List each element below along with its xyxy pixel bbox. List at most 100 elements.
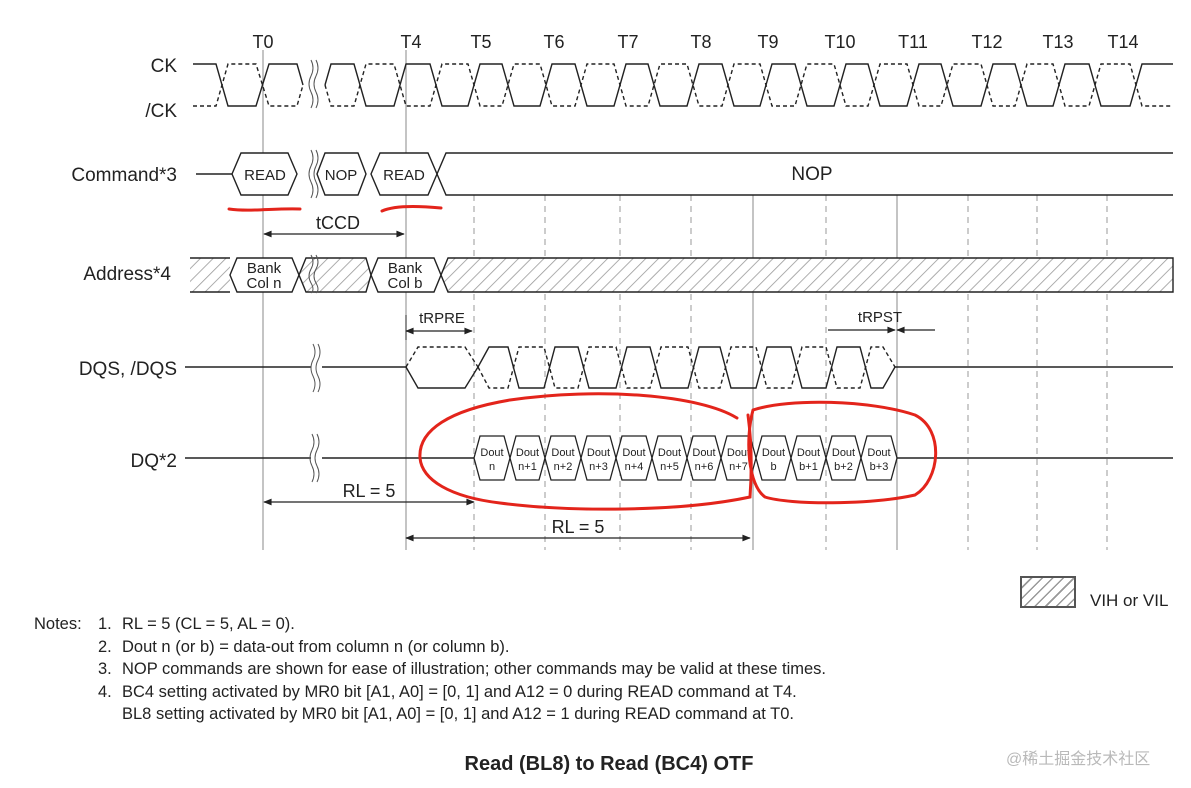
rl-annotations: RL = 5 RL = 5 <box>263 481 751 542</box>
note-text: NOP commands are shown for ease of illus… <box>122 660 827 679</box>
dq-burst-label-bottom: n+5 <box>660 461 679 473</box>
note-text: BL8 setting activated by MR0 bit [A1, A0… <box>122 705 794 724</box>
dq-burst-label-top: Dout <box>692 447 715 459</box>
dq-burst-label-top: Dout <box>727 447 750 459</box>
tick-label-t13: T13 <box>1042 32 1073 52</box>
note-row-5: BL8 setting activated by MR0 bit [A1, A0… <box>34 703 826 726</box>
rl-second-label: RL = 5 <box>552 517 605 537</box>
tick-label-t9: T9 <box>757 32 778 52</box>
trpst-annotation: tRPST <box>828 309 935 334</box>
dq-burst-label-top: Dout <box>551 447 574 459</box>
command-label-nop: NOP <box>325 167 358 184</box>
dq-burst-label-top: Dout <box>797 447 820 459</box>
dq-burst-label-top: Dout <box>622 447 645 459</box>
notes-lead: Notes: <box>34 615 82 633</box>
note-text: BC4 setting activated by MR0 bit [A1, A0… <box>122 682 797 701</box>
dq-burst-group: Dout n Dout n+1 Dout n+2 Dout n+3 Dout n+4 Dout n+5… <box>473 435 898 481</box>
tccd-annotation: tCCD <box>263 213 405 238</box>
trpre-label: tRPRE <box>419 310 465 327</box>
command-labels: READ NOP READ NOP <box>244 164 832 185</box>
command-label-read-t0: READ <box>244 167 286 184</box>
dq-burst-label-top: Dout <box>832 447 855 459</box>
command-bus <box>196 152 1173 196</box>
dqs-waveform <box>185 346 1173 389</box>
legend-hatch-swatch <box>1020 576 1076 608</box>
dq-burst-label-top: Dout <box>516 447 539 459</box>
signal-label-address: Address*4 <box>83 264 171 285</box>
tick-label-t10: T10 <box>824 32 855 52</box>
dq-burst-label-top: Dout <box>480 447 503 459</box>
tick-label-t7: T7 <box>617 32 638 52</box>
note-row-3: 3. NOP commands are shown for ease of ill… <box>34 658 826 681</box>
address-col-b: Col b <box>387 275 422 292</box>
address-col-n: Col n <box>246 275 281 292</box>
note-text: RL = 5 (CL = 5, AL = 0). <box>122 615 295 633</box>
command-label-read-t4: READ <box>383 167 425 184</box>
time-break-marks <box>308 59 321 483</box>
signal-labels: CK /CK Command*3 Address*4 DQS, /DQS DQ*… <box>71 56 177 472</box>
dq-burst-label-bottom: b+1 <box>799 461 818 473</box>
note-number: 1. <box>98 615 112 633</box>
address-bank-b: Bank <box>388 260 423 277</box>
diagram-title: Read (BL8) to Read (BC4) OTF <box>464 753 754 775</box>
command-read-t0 <box>231 152 298 196</box>
tick-label-t6: T6 <box>543 32 564 52</box>
clock-edge-gridlines <box>262 50 1108 550</box>
note-row-1: Notes: 1. RL = 5 (CL = 5, AL = 0). <box>34 613 826 636</box>
red-annotations <box>227 204 938 511</box>
tccd-label: tCCD <box>316 213 360 233</box>
tick-label-t14: T14 <box>1107 32 1138 52</box>
ck-waveform <box>193 63 1173 107</box>
dq-burst-label-top: Dout <box>658 447 681 459</box>
dq-burst-label-bottom: n+4 <box>625 461 644 473</box>
dq-burst-label-bottom: n+2 <box>554 461 573 473</box>
note-row-2: 2. Dout n (or b) = data-out from column n… <box>34 636 826 659</box>
tick-label-t5: T5 <box>470 32 491 52</box>
command-nop-tail <box>436 152 1173 175</box>
note-number: 4. <box>98 682 112 701</box>
note-number: 3. <box>98 660 112 679</box>
tick-label-t12: T12 <box>971 32 1002 52</box>
note-number: 2. <box>98 637 112 656</box>
timing-diagram: T0 T4 T5 T6 T7 T8 T9 T10 T11 T12 T13 T14… <box>71 32 1174 550</box>
signal-label-ck-n: /CK <box>145 101 177 122</box>
dq-burst-label-bottom: n <box>489 461 495 473</box>
dq-burst-label-bottom: b+2 <box>834 461 853 473</box>
command-nop-gap <box>316 152 367 196</box>
dq-burst-label-bottom: n+1 <box>518 461 537 473</box>
circle-bc4-burst <box>747 400 938 505</box>
underline-read-t0 <box>227 207 302 212</box>
address-bus <box>190 257 1174 293</box>
signal-label-dq: DQ*2 <box>131 451 177 472</box>
tick-label-t8: T8 <box>690 32 711 52</box>
dq-burst-label-bottom: n+6 <box>695 461 714 473</box>
command-label-nop-tail: NOP <box>791 164 832 185</box>
dq-burst-cell <box>860 435 898 481</box>
address-labels: Bank Col n Bank Col b <box>246 260 422 292</box>
trpst-label: tRPST <box>858 309 902 326</box>
rl-first-label: RL = 5 <box>343 481 396 501</box>
tick-label-t0: T0 <box>252 32 273 52</box>
watermark: @稀土掘金技术社区 <box>1006 751 1151 768</box>
underline-read-t4 <box>380 204 443 213</box>
signal-label-ck: CK <box>151 56 178 77</box>
clock-tick-labels: T0 T4 T5 T6 T7 T8 T9 T10 T11 T12 T13 T14 <box>252 32 1138 52</box>
address-bank-n: Bank <box>247 260 282 277</box>
dq-burst-label-top: Dout <box>867 447 890 459</box>
signal-label-command: Command*3 <box>71 165 177 186</box>
dq-burst-label-bottom: n+7 <box>729 461 748 473</box>
legend-label: VIH or VIL <box>1090 591 1169 610</box>
dq-burst-label-top: Dout <box>762 447 785 459</box>
notes-block: Notes: 1. RL = 5 (CL = 5, AL = 0). 2. Dout … <box>34 613 826 726</box>
tick-label-t4: T4 <box>400 32 421 52</box>
tick-label-t11: T11 <box>898 32 928 52</box>
signal-label-dqs: DQS, /DQS <box>79 359 177 380</box>
circle-bl8-burst <box>418 392 753 511</box>
dq-burst-label-bottom: b+3 <box>870 461 889 473</box>
note-row-4: 4. BC4 setting activated by MR0 bit [A1, … <box>34 681 826 704</box>
dq-burst-label-bottom: n+3 <box>589 461 608 473</box>
note-text: Dout n (or b) = data-out from column n (… <box>122 637 510 656</box>
trpre-annotation: tRPRE <box>405 310 473 340</box>
dq-burst-label-top: Dout <box>587 447 610 459</box>
dq-burst-label-bottom: b <box>770 461 776 473</box>
